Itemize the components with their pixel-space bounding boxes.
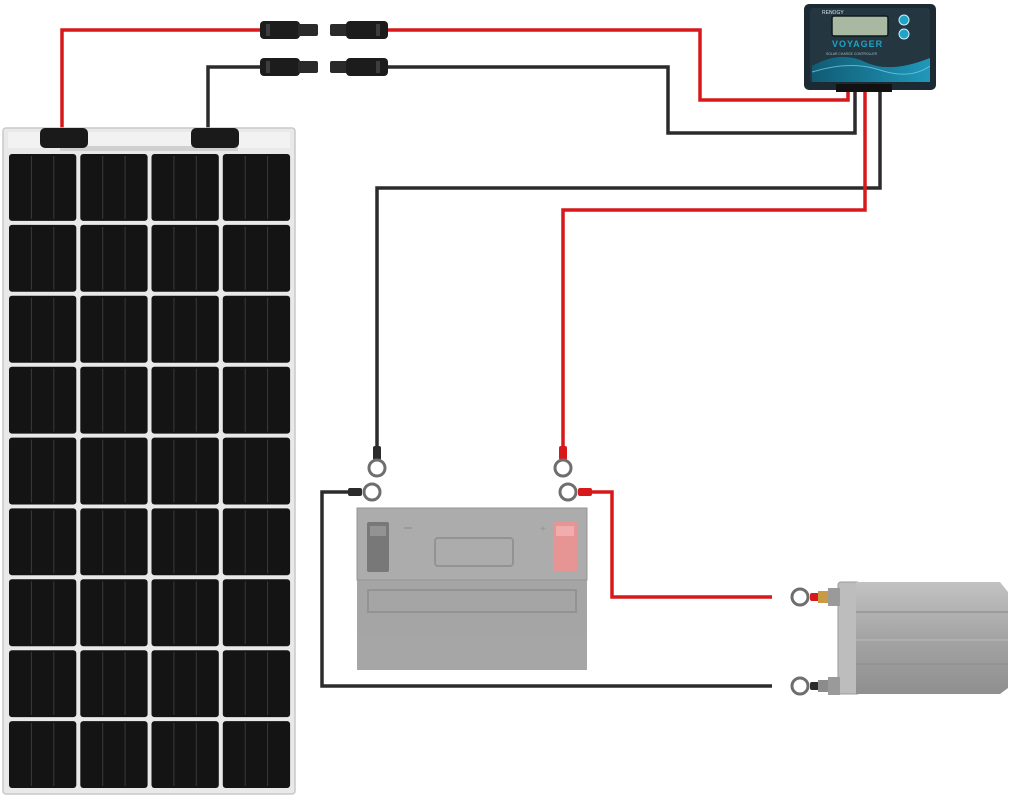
panel-cell: [151, 224, 219, 292]
ring-terminal-eye: [790, 676, 810, 696]
panel-cell: [222, 437, 291, 505]
battery-to-inverter-negative-wire: [320, 490, 772, 688]
ring-terminal-barrel: [348, 488, 362, 496]
pv-negative-to-controller-wire: [386, 65, 857, 135]
controller-to-battery-positive-wire: [561, 88, 867, 448]
panel-cell: [222, 224, 291, 292]
controller-model: VOYAGER: [832, 39, 883, 49]
panel-cell: [222, 650, 291, 718]
wires: [60, 28, 882, 688]
panel-cell: [80, 295, 148, 363]
panel-cell: [222, 154, 291, 221]
battery-positive-ring-upper: [553, 446, 573, 478]
panel-cell: [9, 295, 77, 363]
ring-terminal-eye: [553, 458, 573, 478]
panel-cell: [222, 508, 291, 576]
panel-cell: [80, 366, 148, 434]
mc4-connector-positive-male: [260, 21, 318, 39]
panel-cell: [151, 508, 219, 576]
mc4-connector-positive-female: [330, 21, 388, 39]
panel-cell: [80, 154, 148, 221]
controller-subtitle: SOLAR CHARGE CONTROLLER: [826, 52, 878, 56]
controller-wave-graphic: [812, 56, 930, 82]
panel-cell: [151, 650, 219, 718]
panel-cell: [151, 295, 219, 363]
panel-cell: [9, 508, 77, 576]
controller-terminal-block: [836, 84, 892, 92]
panel-cell: [80, 437, 148, 505]
ring-terminal-barrel: [559, 446, 567, 460]
battery-negative-ring-upper: [367, 446, 387, 478]
panel-label-strip: [60, 146, 238, 151]
ring-terminal-eye: [790, 587, 810, 607]
battery-icon: +: [356, 507, 588, 670]
inverter-positive-post: [818, 588, 840, 606]
ring-terminal-eye: [558, 482, 578, 502]
panel-cell: [9, 650, 77, 718]
inverter-icon: [818, 581, 1008, 695]
panel-cell: [151, 437, 219, 505]
inverter-negative-post: [818, 677, 840, 695]
panel-cell: [80, 721, 148, 788]
ring-terminal-barrel: [373, 446, 381, 460]
pv-positive-to-controller-wire: [386, 28, 850, 102]
solar-panel-icon: [2, 127, 296, 795]
battery-negative-ring-lower: [348, 482, 382, 502]
controller-button-down: [898, 28, 910, 40]
controller-lcd: [831, 15, 889, 37]
panel-cell: [9, 721, 77, 788]
junction-box-negative: [191, 128, 239, 148]
panel-cell: [222, 579, 291, 647]
panel-cell: [9, 437, 77, 505]
panel-cells: [9, 154, 291, 788]
panel-cell: [222, 721, 291, 788]
panel-cell: [9, 579, 77, 647]
panel-cell: [80, 224, 148, 292]
ring-terminal-eye: [362, 482, 382, 502]
charge-controller-icon: RENOGY VOYAGER SOLAR CHARGE CONTROLLER: [804, 4, 936, 92]
panel-cell: [151, 154, 219, 221]
panel-cell: [80, 579, 148, 647]
mc4-connectors: [260, 21, 388, 76]
panel-cell: [151, 721, 219, 788]
ring-terminal-eye: [367, 458, 387, 478]
panel-negative-wire: [206, 65, 262, 132]
panel-cell: [151, 366, 219, 434]
mc4-connector-negative-female: [330, 58, 388, 76]
battery-to-inverter-positive-wire: [592, 490, 772, 599]
panel-cell: [222, 366, 291, 434]
panel-cell: [9, 224, 77, 292]
junction-box-positive: [40, 128, 88, 148]
battery-positive-ring-lower: [558, 482, 592, 502]
controller-brand: RENOGY: [822, 10, 844, 16]
panel-cell: [9, 366, 77, 434]
controller-to-battery-negative-wire: [375, 88, 882, 448]
controller-button-up: [898, 14, 910, 26]
ring-terminal-barrel: [578, 488, 592, 496]
mc4-connector-negative-male: [260, 58, 318, 76]
battery-positive-marker: +: [540, 524, 546, 535]
panel-cell: [151, 579, 219, 647]
panel-cell: [9, 154, 77, 221]
panel-cell: [222, 295, 291, 363]
battery-lid: [356, 507, 588, 581]
panel-cell: [80, 508, 148, 576]
panel-cell: [80, 650, 148, 718]
inverter-body: [856, 582, 1008, 694]
battery-lower-rib: [367, 589, 577, 613]
panel-positive-wire: [60, 28, 262, 132]
battery-label-plate: [434, 537, 514, 567]
